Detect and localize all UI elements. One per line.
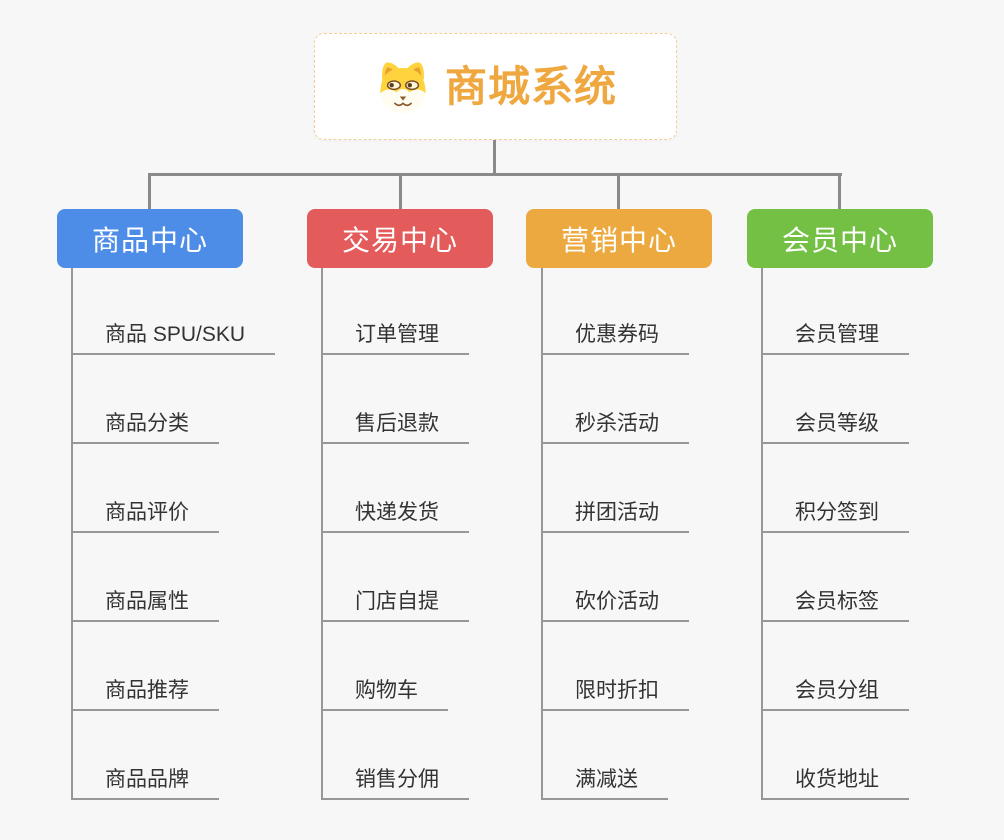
branch-member-center[interactable]: 会员中心 bbox=[747, 209, 933, 268]
subtopic-product-spu-sku[interactable]: 商品 SPU/SKU bbox=[71, 324, 276, 355]
shiba-dog-icon bbox=[380, 61, 426, 113]
connector-drop-4 bbox=[838, 173, 841, 211]
subtopic-bargain-activity[interactable]: 砍价活动 bbox=[541, 591, 689, 622]
subtopic-order-management[interactable]: 订单管理 bbox=[321, 324, 469, 355]
branch-product-center[interactable]: 商品中心 bbox=[57, 209, 243, 268]
subtopic-limited-time-discount[interactable]: 限时折扣 bbox=[541, 680, 689, 711]
subtopic-store-pickup[interactable]: 门店自提 bbox=[321, 591, 469, 622]
connector-drop-2 bbox=[399, 173, 402, 211]
connector-drop-1 bbox=[148, 173, 151, 211]
subtopic-member-tag[interactable]: 会员标签 bbox=[761, 591, 909, 622]
connector-root-stub bbox=[493, 140, 496, 175]
subtopic-flash-sale[interactable]: 秒杀活动 bbox=[541, 413, 689, 444]
subtopic-coupon-code[interactable]: 优惠券码 bbox=[541, 324, 689, 355]
subtopic-product-review[interactable]: 商品评价 bbox=[71, 502, 219, 533]
subtopic-member-group[interactable]: 会员分组 bbox=[761, 680, 909, 711]
subtopic-product-recommend[interactable]: 商品推荐 bbox=[71, 680, 219, 711]
root-topic-title: 商城系统 bbox=[444, 62, 617, 110]
subtopic-shopping-cart[interactable]: 购物车 bbox=[321, 680, 448, 711]
subtopic-group-buy[interactable]: 拼团活动 bbox=[541, 502, 689, 533]
trunk-marketing-center bbox=[541, 268, 543, 799]
subtopic-product-category[interactable]: 商品分类 bbox=[71, 413, 219, 444]
root-topic[interactable]: 商城系统 bbox=[314, 33, 677, 140]
trunk-member-center bbox=[761, 268, 763, 799]
trunk-product-center bbox=[71, 268, 73, 799]
subtopic-shipping-address[interactable]: 收货地址 bbox=[761, 769, 909, 800]
subtopic-product-attribute[interactable]: 商品属性 bbox=[71, 591, 219, 622]
subtopic-express-delivery[interactable]: 快递发货 bbox=[321, 502, 469, 533]
subtopic-aftersale-refund[interactable]: 售后退款 bbox=[321, 413, 469, 444]
connector-horizontal-bus bbox=[148, 173, 842, 176]
subtopic-points-checkin[interactable]: 积分签到 bbox=[761, 502, 909, 533]
subtopic-member-level[interactable]: 会员等级 bbox=[761, 413, 909, 444]
subtopic-product-brand[interactable]: 商品品牌 bbox=[71, 769, 219, 800]
subtopic-sales-commission[interactable]: 销售分佣 bbox=[321, 769, 469, 800]
trunk-trade-center bbox=[321, 268, 323, 799]
branch-marketing-center[interactable]: 营销中心 bbox=[526, 209, 712, 268]
subtopic-member-management[interactable]: 会员管理 bbox=[761, 324, 909, 355]
connector-drop-3 bbox=[617, 173, 620, 211]
subtopic-full-reduction[interactable]: 满减送 bbox=[541, 769, 668, 800]
branch-trade-center[interactable]: 交易中心 bbox=[307, 209, 493, 268]
